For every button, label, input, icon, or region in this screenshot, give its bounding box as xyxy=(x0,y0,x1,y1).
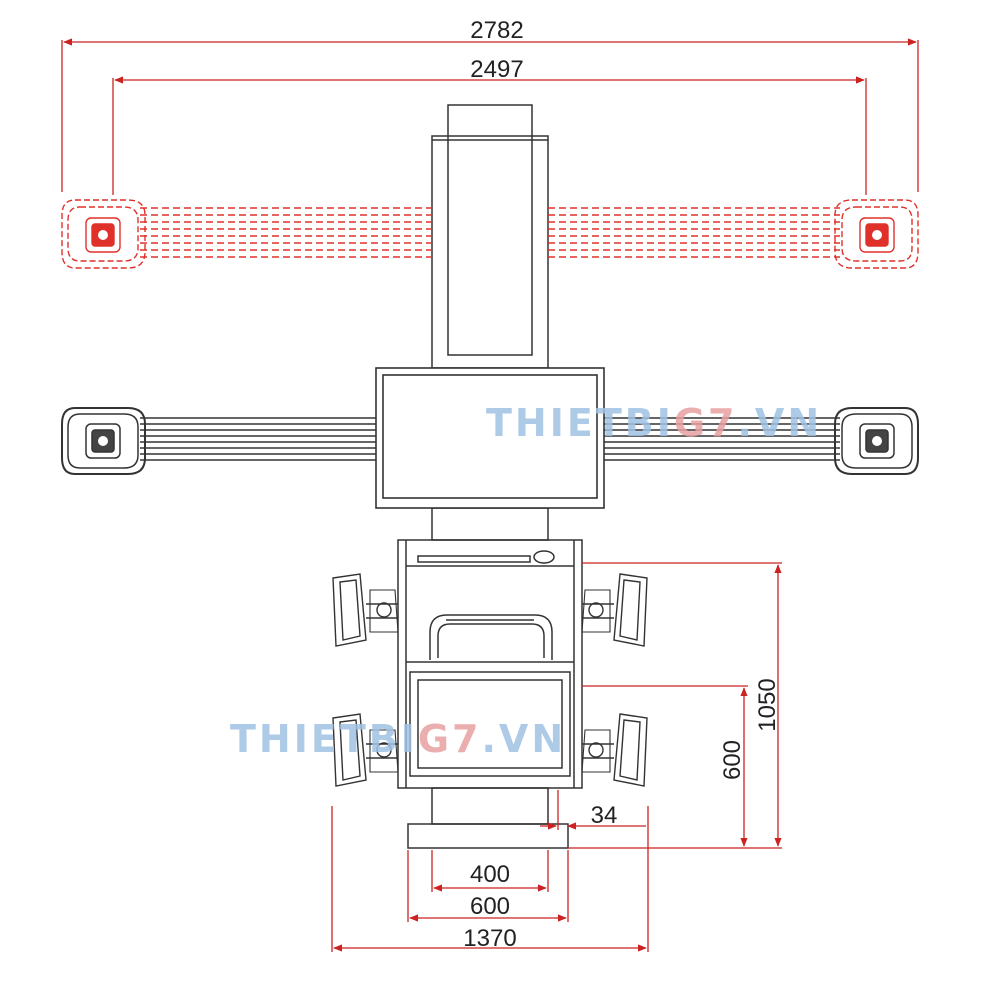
dim-label-34: 34 xyxy=(591,802,618,829)
lowered-beam xyxy=(61,407,919,475)
wheel-clamp-icon xyxy=(332,713,399,787)
svg-text:THIETBIG7.VN: THIETBIG7.VN xyxy=(230,717,566,761)
wheel-clamps xyxy=(332,573,648,787)
dim-label-600-horizontal: 600 xyxy=(470,893,510,920)
camera-module-icon xyxy=(834,199,919,269)
dim-label-600-vertical: 600 xyxy=(719,740,746,780)
camera-module-icon xyxy=(61,407,146,475)
watermark: THIETBIG7.VN xyxy=(486,401,822,445)
dim-label-2782: 2782 xyxy=(470,17,523,44)
wheel-clamp-icon xyxy=(581,713,648,787)
dimension-labels: 2782 2497 1050 600 34 400 600 1370 xyxy=(463,17,781,952)
wheel-clamp-icon xyxy=(581,573,648,647)
camera-module-icon xyxy=(834,407,919,475)
dim-label-400: 400 xyxy=(470,861,510,888)
raised-beam xyxy=(61,199,919,269)
dim-label-1370: 1370 xyxy=(463,925,516,952)
svg-text:THIETBIG7.VN: THIETBIG7.VN xyxy=(486,401,822,445)
monitor xyxy=(375,367,605,509)
dim-label-1050: 1050 xyxy=(754,678,781,731)
dim-label-2497: 2497 xyxy=(470,56,523,83)
dimension-lines xyxy=(61,38,919,952)
wheel-clamp-icon xyxy=(332,573,399,647)
camera-module-icon xyxy=(61,199,146,269)
watermark: THIETBIG7.VN xyxy=(230,717,566,761)
cabinet xyxy=(397,539,583,849)
